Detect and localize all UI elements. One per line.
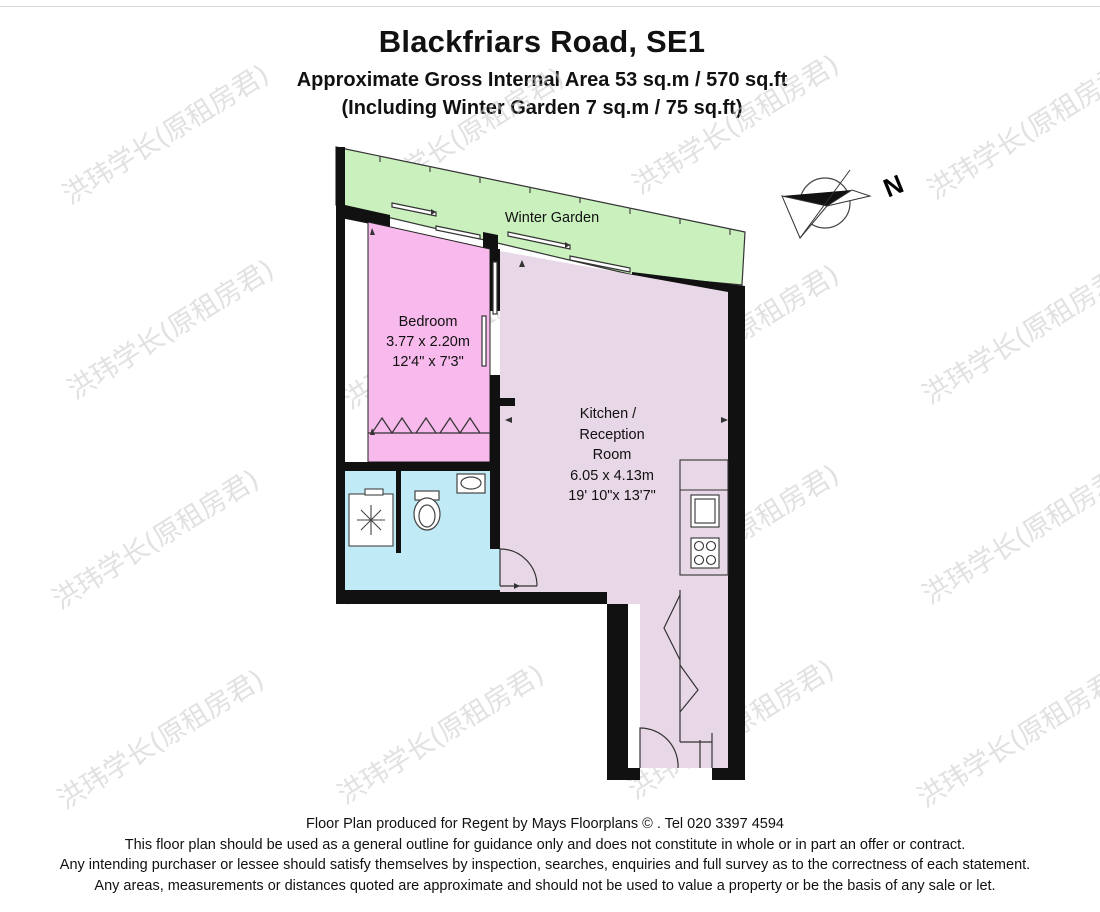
kitchen-metric: 6.05 x 4.13m <box>570 468 654 484</box>
wash-basin <box>456 473 486 494</box>
footer-disclaimer-line: Any intending purchaser or lessee should… <box>59 857 1031 873</box>
watermark-text: 洪玮学长(原租房君) <box>332 659 549 811</box>
winter-garden-area-text: (Including Winter Garden 7 sq.m / 75 sq.… <box>341 97 743 119</box>
wardrobe <box>368 416 490 435</box>
footer-credit-line: Floor Plan produced for Regent by Mays F… <box>306 816 784 832</box>
exterior-walls <box>336 147 640 780</box>
toilet <box>413 490 441 531</box>
winter-garden-label: Winter Garden <box>505 210 599 226</box>
hob <box>690 537 720 569</box>
bedroom-metric: 3.77 x 2.20m <box>386 334 470 350</box>
watermark-text: 洪玮学长(原租房君) <box>62 254 279 406</box>
bedroom-imperial: 12'4" x 7'3" <box>392 354 463 370</box>
watermark-text: 洪玮学长(原租房君) <box>912 662 1100 814</box>
exterior-walls <box>483 232 498 252</box>
compass-icon: N <box>781 169 908 239</box>
footer-disclaimer-line: Any areas, measurements or distances quo… <box>94 877 996 894</box>
watermark-text: 洪玮学长(原租房君) <box>922 54 1100 206</box>
sliding-doors <box>391 202 631 273</box>
gross-area-text: Approximate Gross Internal Area 53 sq.m … <box>296 69 788 91</box>
compass-north-label: N <box>879 169 908 204</box>
kitchen-name-line2: Reception <box>579 427 644 443</box>
watermark-text: 洪玮学长(原租房君) <box>917 459 1100 611</box>
watermark-text: 洪玮学长(原租房君) <box>917 259 1100 411</box>
plan-title: Blackfriars Road, SE1 <box>378 24 706 59</box>
shower-tray <box>348 488 394 547</box>
watermark-text: 洪玮学长(原租房君) <box>52 664 269 816</box>
hall-cupboard <box>663 590 712 743</box>
kitchen-sink <box>690 494 720 528</box>
watermark-text: 洪玮学长(原租房君) <box>47 464 264 616</box>
entrance-door <box>639 727 713 769</box>
bedroom-door <box>481 261 498 367</box>
footer-disclaimer-line: This floor plan should be used as a gene… <box>124 836 966 853</box>
top-divider <box>0 6 1100 7</box>
kitchen-imperial: 19' 10"x 13'7" <box>568 488 656 504</box>
exterior-walls <box>336 203 390 228</box>
bedroom-name: Bedroom <box>399 314 458 330</box>
kitchen-reception-area <box>607 592 728 768</box>
bathroom-door <box>499 548 538 587</box>
watermark-text: 洪玮学长(原租房君) <box>57 59 274 211</box>
kitchen-name-line3: Room <box>593 447 632 463</box>
balcony-railing-ticks <box>379 156 731 235</box>
footer-disclaimer: Floor Plan produced for Regent by Mays F… <box>0 814 1090 896</box>
kitchen-name-line1: Kitchen / <box>580 406 637 422</box>
watermark-text: 洪玮学长(原租房君) <box>627 49 844 201</box>
